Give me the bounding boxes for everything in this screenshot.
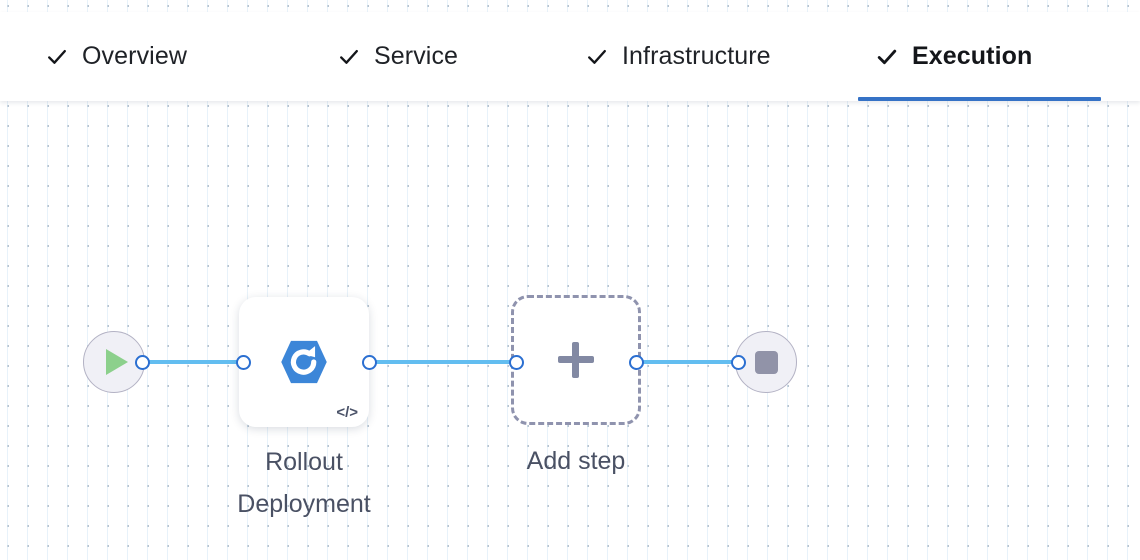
tab-service-label: Service: [374, 42, 459, 70]
end-node-input-handle[interactable]: [731, 355, 746, 370]
start-node-output-handle[interactable]: [135, 355, 150, 370]
tab-execution[interactable]: Execution: [858, 12, 1101, 101]
pipeline-stage-tabbar: Overview Service Infrastructure Executio…: [0, 12, 1140, 101]
play-icon: [106, 349, 128, 375]
code-icon[interactable]: </>: [336, 404, 358, 421]
tab-active-underline: [858, 97, 1101, 101]
rollout-deployment-icon: [239, 297, 369, 427]
edge-start-to-rollout[interactable]: [142, 360, 244, 364]
add-step-caption: Add step: [526, 447, 626, 475]
execution-flow-graph: </> Rollout Deployment Add step: [0, 101, 1140, 560]
edge-rollout-to-addstep[interactable]: [368, 360, 518, 364]
rollout-step-input-handle[interactable]: [236, 355, 251, 370]
check-icon: [588, 49, 606, 64]
tab-service[interactable]: Service: [320, 12, 505, 101]
rollout-deployment-glyph: [281, 340, 327, 384]
tab-execution-label: Execution: [912, 42, 1033, 70]
rollout-deployment-step[interactable]: </>: [239, 297, 369, 427]
rollout-step-output-handle[interactable]: [362, 355, 377, 370]
add-step-output-handle[interactable]: [629, 355, 644, 370]
check-icon: [877, 49, 897, 64]
add-step-node[interactable]: [511, 295, 641, 425]
stop-icon: [754, 350, 778, 374]
plus-icon: [558, 342, 594, 378]
check-icon: [340, 49, 358, 64]
tab-infrastructure-label: Infrastructure: [622, 42, 771, 70]
add-step-input-handle[interactable]: [509, 355, 524, 370]
tab-overview-label: Overview: [82, 42, 187, 70]
check-icon: [48, 49, 66, 64]
edge-addstep-to-end[interactable]: [634, 360, 742, 364]
rollout-deployment-caption: Rollout Deployment: [237, 448, 371, 518]
tab-overview[interactable]: Overview: [28, 12, 238, 101]
tab-infrastructure[interactable]: Infrastructure: [568, 12, 828, 101]
